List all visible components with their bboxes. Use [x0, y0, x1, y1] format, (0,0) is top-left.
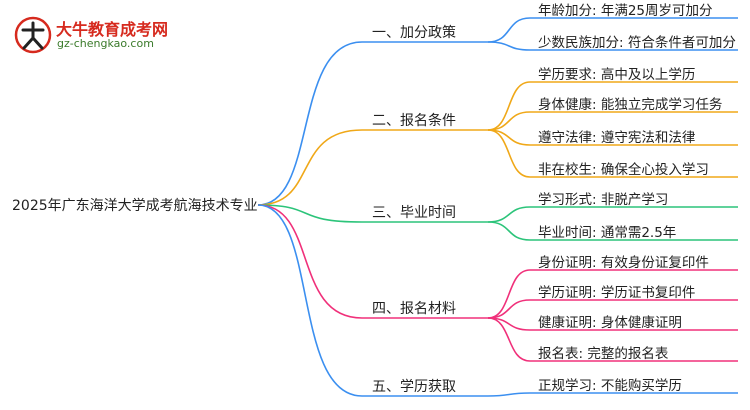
- root-connector: [257, 204, 363, 319]
- leaf-label: 少数民族加分: 符合条件者可加分: [538, 35, 736, 51]
- branch-connector: [487, 111, 531, 131]
- leaf-label: 学历要求: 高中及以上学历: [538, 67, 696, 83]
- leaf-label: 健康证明: 身体健康证明: [538, 315, 682, 331]
- branch-connector: [487, 129, 531, 178]
- mindmap-root-topic: 2025年广东海洋大学成考航海技术专业: [12, 198, 258, 214]
- leaf-label: 学习形式: 非脱产学习: [538, 192, 669, 208]
- root-connector: [257, 129, 363, 206]
- leaf-label: 报名表: 完整的报名表: [538, 346, 669, 362]
- leaf-label: 身份证明: 有效身份证复印件: [538, 255, 709, 271]
- branch-label: 四、报名材料: [372, 301, 456, 317]
- branch-connector: [487, 129, 531, 146]
- leaf-label: 正规学习: 不能购买学历: [538, 378, 682, 394]
- logo: 大牛教育成考网 gz-chengkao.com: [14, 14, 194, 54]
- branch-connector: [487, 41, 531, 51]
- root-connector: [257, 204, 363, 223]
- leaf-label: 非在校生: 确保全心投入学习: [538, 162, 709, 178]
- logo-url: gz-chengkao.com: [57, 37, 154, 50]
- logo-title: 大牛教育成考网: [56, 20, 169, 39]
- branch-connector: [487, 317, 531, 362]
- leaf-label: 身体健康: 能独立完成学习任务: [538, 97, 723, 113]
- logo-mark-icon: [14, 16, 52, 54]
- branch-connector: [487, 299, 531, 319]
- branch-connector: [487, 269, 531, 319]
- branch-label: 一、加分政策: [372, 25, 456, 41]
- branch-connector: [487, 221, 531, 241]
- leaf-label: 年龄加分: 年满25周岁可加分: [538, 3, 713, 19]
- branch-label: 五、学历获取: [372, 379, 456, 395]
- branch-label: 三、毕业时间: [372, 205, 456, 221]
- leaf-label: 遵守法律: 遵守宪法和法律: [538, 130, 696, 146]
- branch-connector: [487, 81, 531, 131]
- root-connector: [257, 204, 363, 397]
- branch-connector: [487, 206, 531, 223]
- branch-label: 二、报名条件: [372, 113, 456, 129]
- root-connector: [257, 41, 363, 206]
- branch-connector: [487, 17, 531, 43]
- branch-connector: [487, 392, 531, 397]
- leaf-label: 毕业时间: 通常需2.5年: [538, 225, 677, 241]
- leaf-label: 学历证明: 学历证书复印件: [538, 285, 696, 301]
